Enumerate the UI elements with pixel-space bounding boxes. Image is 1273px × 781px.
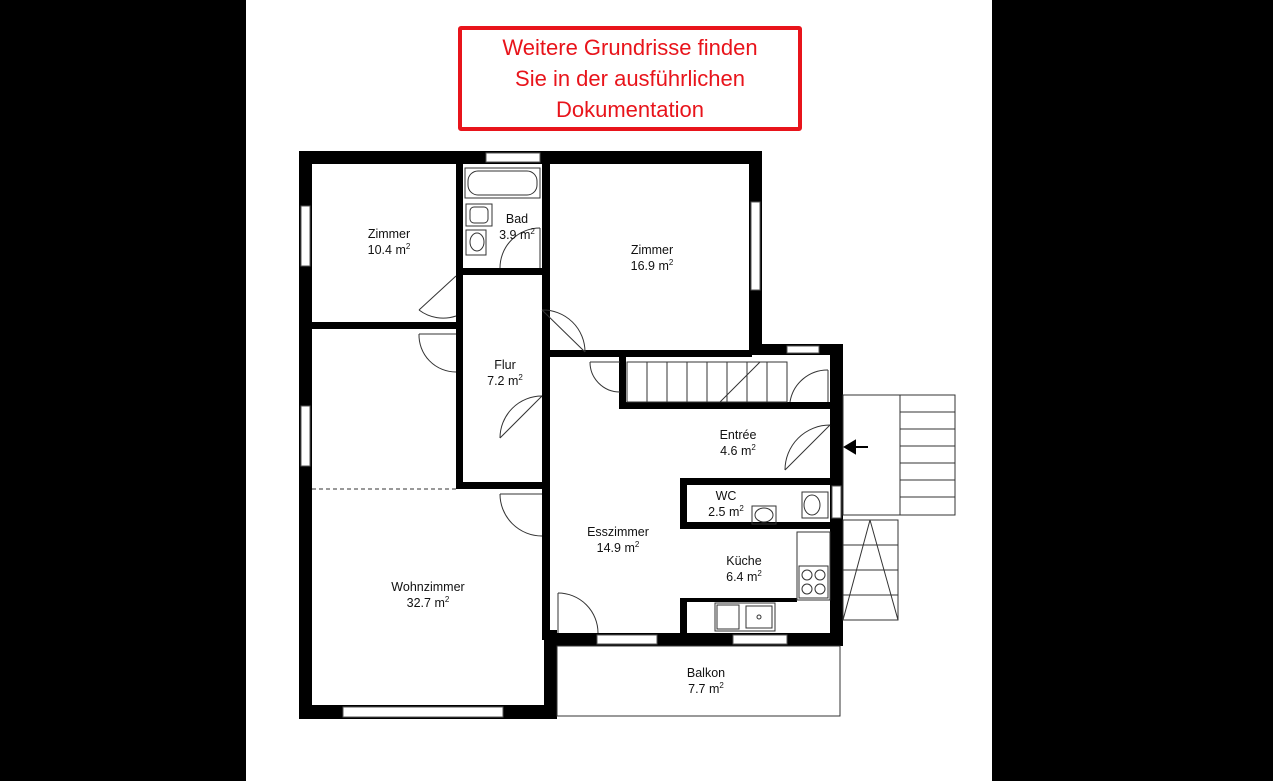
notice-line-1: Weitere Grundrisse finden (502, 35, 758, 60)
svg-text:3.9 m2: 3.9 m2 (499, 227, 535, 242)
svg-text:7.7 m2: 7.7 m2 (688, 681, 724, 696)
area-unit: m (709, 682, 719, 696)
room-area-wohnzimmer: 32.7 (407, 596, 431, 610)
doors (312, 227, 831, 634)
area-unit: m (624, 541, 634, 555)
room-name-zimmer-1: Zimmer (368, 227, 410, 241)
area-exponent: 2 (530, 227, 535, 236)
svg-text:16.9 m2: 16.9 m2 (631, 258, 674, 273)
svg-text:7.2 m2: 7.2 m2 (487, 373, 523, 388)
svg-text:10.4 m2: 10.4 m2 (368, 242, 411, 257)
area-exponent: 2 (719, 681, 724, 690)
room-area-bad: 3.9 (499, 228, 516, 242)
fixtures (464, 167, 831, 632)
room-area-zimmer-2: 16.9 (631, 259, 655, 273)
room-name-esszimmer: Esszimmer (587, 525, 649, 539)
area-unit: m (658, 259, 668, 273)
room-name-flur: Flur (494, 358, 516, 372)
area-unit: m (747, 570, 757, 584)
area-unit: m (520, 228, 530, 242)
area-exponent: 2 (635, 540, 640, 549)
area-exponent: 2 (518, 373, 523, 382)
area-exponent: 2 (751, 443, 756, 452)
room-area-balkon: 7.7 (688, 682, 705, 696)
area-exponent: 2 (739, 504, 744, 513)
area-unit: m (434, 596, 444, 610)
area-exponent: 2 (757, 569, 762, 578)
room-name-wc: WC (716, 489, 737, 503)
room-labels: Zimmer 10.4 m2 Bad 3.9 m2 Zimmer 16.9 m2… (368, 212, 763, 696)
room-area-wc: 2.5 (708, 505, 725, 519)
room-area-esszimmer: 14.9 (597, 541, 621, 555)
area-unit: m (729, 505, 739, 519)
notice-line-3: Dokumentation (556, 97, 704, 122)
svg-text:6.4 m2: 6.4 m2 (726, 569, 762, 584)
documentation-notice: Weitere Grundrisse finden Sie in der aus… (458, 26, 802, 131)
svg-text:2.5 m2: 2.5 m2 (708, 504, 744, 519)
room-name-kueche: Küche (726, 554, 761, 568)
area-unit: m (508, 374, 518, 388)
room-name-balkon: Balkon (687, 666, 725, 680)
area-exponent: 2 (406, 242, 411, 251)
windows (300, 152, 842, 718)
room-area-entree: 4.6 (720, 444, 737, 458)
svg-text:32.7 m2: 32.7 m2 (407, 595, 450, 610)
room-name-zimmer-2: Zimmer (631, 243, 673, 257)
entrance-arrow (843, 439, 868, 455)
stairs (626, 361, 956, 621)
room-name-entree: Entrée (720, 428, 757, 442)
room-name-bad: Bad (506, 212, 528, 226)
room-area-flur: 7.2 (487, 374, 504, 388)
svg-text:4.6 m2: 4.6 m2 (720, 443, 756, 458)
area-unit: m (741, 444, 751, 458)
area-exponent: 2 (669, 258, 674, 267)
room-area-kueche: 6.4 (726, 570, 743, 584)
svg-text:14.9 m2: 14.9 m2 (597, 540, 640, 555)
area-unit: m (395, 243, 405, 257)
notice-line-2: Sie in der ausführlichen (515, 66, 745, 91)
room-name-wohnzimmer: Wohnzimmer (391, 580, 464, 594)
balkon-outline (556, 645, 841, 717)
area-exponent: 2 (445, 595, 450, 604)
room-area-zimmer-1: 10.4 (368, 243, 392, 257)
